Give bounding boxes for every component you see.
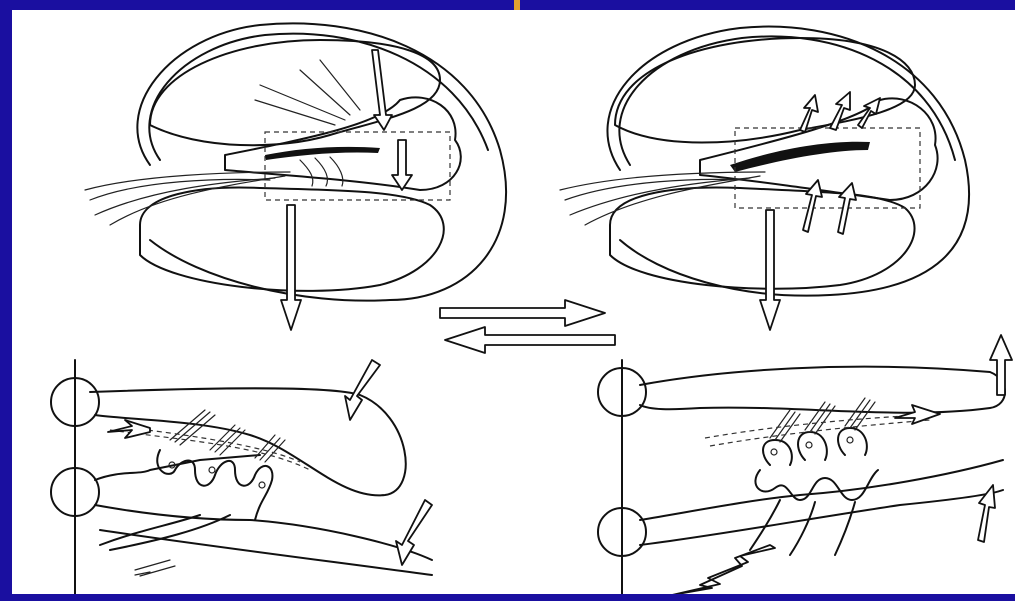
slide-frame-left <box>0 0 12 601</box>
cochlea-cross-section-left <box>85 23 506 330</box>
right-arrow-icon <box>440 300 605 326</box>
lightning-icon <box>672 545 775 594</box>
slide-frame-top <box>0 0 1015 10</box>
up-arrow-icon <box>978 485 995 542</box>
cochlear-duct-left <box>225 97 461 190</box>
down-arrow-icon <box>281 205 301 330</box>
slide-accent-mark <box>514 0 520 10</box>
cochlea-cross-section-right <box>560 27 969 330</box>
diagram-canvas <box>12 10 1015 594</box>
hair-cell-detail-left <box>51 360 432 594</box>
hair-cell-detail-right <box>598 335 1012 594</box>
down-arrow-icon <box>760 210 780 330</box>
slide-frame-bottom <box>0 594 1015 601</box>
up-arrow-icon <box>990 335 1012 395</box>
cochlea-diagram <box>12 10 1015 594</box>
tectorial-membrane-left <box>265 147 380 160</box>
scala-tympani-right <box>610 187 915 288</box>
left-arrow-icon <box>445 327 615 353</box>
